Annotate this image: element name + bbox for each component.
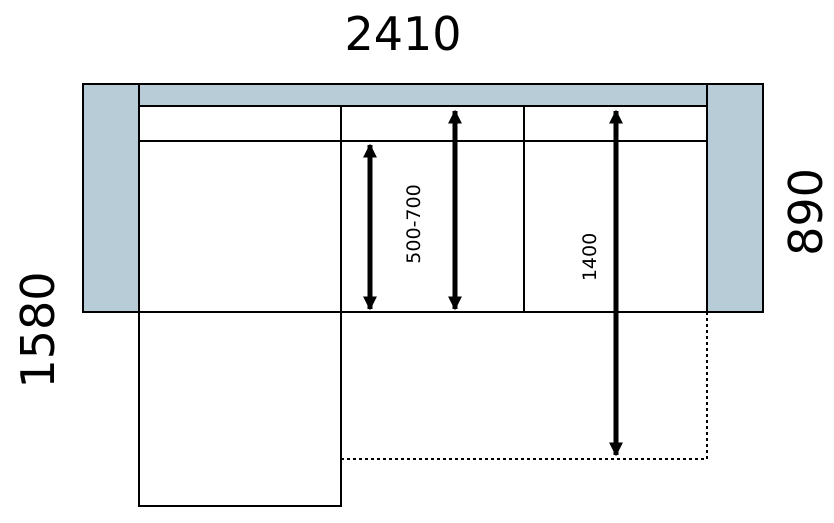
- backrest: [138, 83, 708, 107]
- back-cushion-row: [138, 105, 708, 142]
- extended-depth-label: 1400: [579, 233, 601, 281]
- chaise-module: [138, 311, 342, 507]
- depth-total-label: 1580: [11, 271, 65, 388]
- right-armrest: [706, 83, 764, 313]
- depth-back-label: 890: [779, 168, 833, 256]
- width-total-label: 2410: [344, 7, 461, 61]
- extension-outline: [341, 312, 708, 460]
- left-armrest: [82, 83, 140, 313]
- seat-depth-label: 500-700: [403, 184, 425, 263]
